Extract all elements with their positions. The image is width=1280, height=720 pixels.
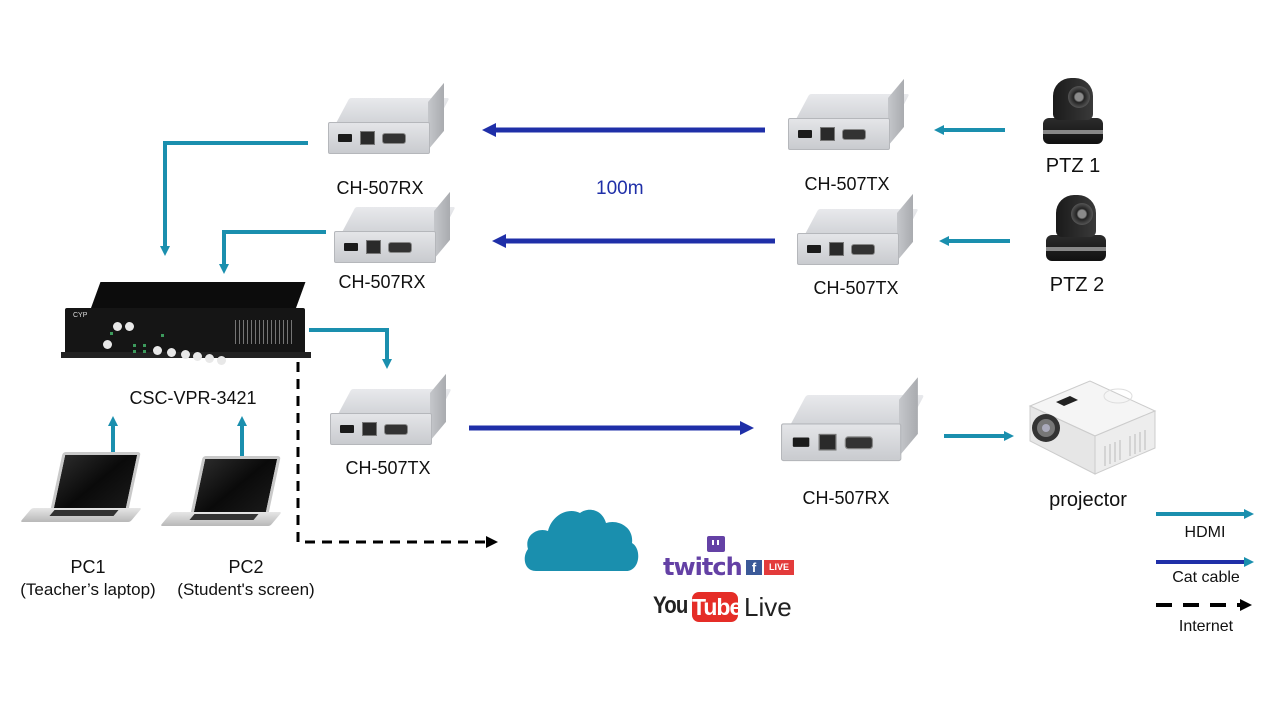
lan-port-icon xyxy=(366,240,381,254)
lan-port-icon xyxy=(820,127,835,141)
hdmi-port-icon xyxy=(807,245,821,253)
pc2-label: PC2 xyxy=(228,557,264,577)
lan-port-icon xyxy=(829,242,844,256)
cloud-icon xyxy=(522,505,642,576)
legend-hdmi-label: HDMI xyxy=(1184,524,1226,541)
facebook-icon: f xyxy=(746,560,762,575)
tx-mid-label: CH-507TX xyxy=(813,278,899,298)
serial-port-icon xyxy=(388,242,412,253)
twitch-logo: twitch xyxy=(663,553,743,581)
hdmi-line-rx-mid-to-switcher xyxy=(219,230,326,274)
legend-cat-label: Cat cable xyxy=(1172,569,1240,586)
ptz-camera-1-icon xyxy=(1041,78,1105,146)
legend-internet-label: Internet xyxy=(1178,618,1234,635)
pc1-label: PC1 xyxy=(70,557,106,577)
extender-rx-bottom xyxy=(781,377,925,468)
facebook-live-badge: LIVE xyxy=(764,560,794,575)
twitch-glitch-icon xyxy=(707,536,725,552)
switcher-label: CSC-VPR-3421 xyxy=(129,388,257,408)
tx-bottom-label: CH-507TX xyxy=(345,458,431,478)
youtube-you-text: You xyxy=(653,592,688,619)
lan-port-icon xyxy=(818,433,837,451)
tx-top-label: CH-507TX xyxy=(804,174,890,194)
serial-port-icon xyxy=(844,436,874,450)
hdmi-line-switcher-to-tx xyxy=(309,328,392,369)
ptz-camera-2-icon xyxy=(1044,195,1108,263)
hdmi-port-icon xyxy=(340,425,354,433)
pc2-description: (Student's screen) xyxy=(177,580,315,599)
hdmi-port-icon xyxy=(798,130,812,138)
hdmi-port-icon xyxy=(792,437,810,447)
youtube-live-text: Live xyxy=(744,592,792,622)
serial-port-icon xyxy=(851,244,875,255)
internet-line-switcher-to-cloud xyxy=(296,362,498,548)
pc1-description: (Teacher’s laptop) xyxy=(20,580,156,599)
hdmi-line-rx-top-to-switcher xyxy=(160,141,308,256)
hdmi-port-icon xyxy=(338,134,352,142)
hdmi-port-icon xyxy=(344,243,358,251)
extender-tx-mid xyxy=(797,193,919,271)
rx-bottom-label: CH-507RX xyxy=(802,488,890,508)
ptz2-label: PTZ 2 xyxy=(1049,274,1105,296)
projector-label: projector xyxy=(1049,489,1127,511)
laptop-pc2-icon xyxy=(160,456,282,541)
laptop-pc1-icon xyxy=(20,452,142,537)
lan-port-icon xyxy=(362,422,377,436)
serial-port-icon xyxy=(384,424,408,435)
lan-port-icon xyxy=(360,131,375,145)
projector-icon xyxy=(1020,376,1160,476)
cyp-logo: CYP xyxy=(73,312,88,319)
serial-port-icon xyxy=(842,129,866,140)
distance-label: 100m xyxy=(596,178,644,199)
extender-tx-top xyxy=(788,78,910,156)
rx-top-label: CH-507RX xyxy=(336,178,424,198)
rx-mid-label: CH-507RX xyxy=(338,272,426,292)
extender-rx-top xyxy=(328,82,450,160)
serial-port-icon xyxy=(382,133,406,144)
extender-tx-bottom xyxy=(330,373,452,451)
switcher-device: CYP xyxy=(61,282,311,372)
youtube-tube-badge: Tube xyxy=(692,592,742,622)
extender-rx-mid xyxy=(334,191,456,269)
ptz1-label: PTZ 1 xyxy=(1045,155,1101,177)
